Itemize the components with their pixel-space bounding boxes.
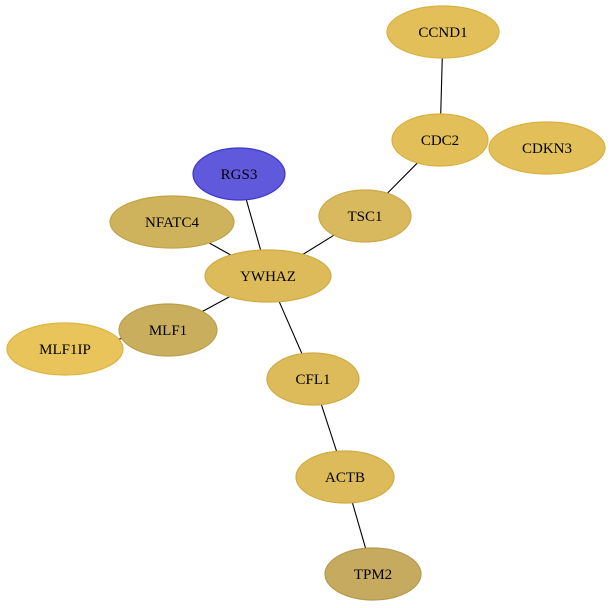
node-ellipse: [109, 195, 235, 249]
node-ellipse: [192, 147, 286, 201]
edge-rgs3-ywhaz: [245, 199, 262, 251]
node-label: CFL1: [295, 372, 330, 388]
node-ellipse: [488, 121, 606, 175]
edge-ywhaz-cfl1: [278, 301, 303, 354]
node-label: TSC1: [347, 209, 382, 225]
node-cdc2[interactable]: CDC2: [391, 113, 489, 167]
edge-actb-tpm2: [351, 502, 367, 549]
node-label: MLF1: [149, 323, 187, 339]
node-ellipse: [318, 189, 412, 243]
edge-mlf1-ywhaz: [202, 296, 231, 312]
node-cfl1[interactable]: CFL1: [266, 352, 360, 406]
node-ccnd1[interactable]: CCND1: [386, 5, 500, 59]
node-cdkn3[interactable]: CDKN3: [488, 121, 606, 175]
node-label: YWHAZ: [240, 269, 296, 285]
node-label: CDKN3: [522, 141, 572, 157]
node-label: NFATC4: [145, 215, 199, 231]
node-actb[interactable]: ACTB: [295, 450, 395, 504]
node-ywhaz[interactable]: YWHAZ: [204, 249, 332, 303]
node-label: MLF1IP: [39, 342, 91, 358]
node-ellipse: [295, 450, 395, 504]
node-label: TPM2: [354, 567, 392, 583]
node-ellipse: [266, 352, 360, 406]
edge-ccnd1-cdc2: [440, 57, 443, 115]
node-nfatc4[interactable]: NFATC4: [109, 195, 235, 249]
node-label: CDC2: [421, 133, 459, 149]
node-tpm2[interactable]: TPM2: [324, 547, 422, 601]
edge-nfatc4-ywhaz: [208, 242, 232, 256]
node-ellipse: [118, 303, 218, 357]
node-ellipse: [386, 5, 500, 59]
node-rgs3[interactable]: RGS3: [192, 147, 286, 201]
edge-cdc2-tsc1: [387, 162, 418, 194]
node-ellipse: [391, 113, 489, 167]
node-ellipse: [204, 249, 332, 303]
edge-layer: [118, 57, 443, 549]
edge-cfl1-actb: [320, 404, 338, 452]
node-mlf1[interactable]: MLF1: [118, 303, 218, 357]
node-label: RGS3: [221, 167, 258, 183]
node-label: CCND1: [418, 25, 467, 41]
node-ellipse: [324, 547, 422, 601]
node-label: ACTB: [325, 470, 365, 486]
node-mlf1ip[interactable]: MLF1IP: [6, 322, 124, 376]
node-ellipse: [6, 322, 124, 376]
node-tsc1[interactable]: TSC1: [318, 189, 412, 243]
edge-tsc1-ywhaz: [302, 234, 335, 255]
